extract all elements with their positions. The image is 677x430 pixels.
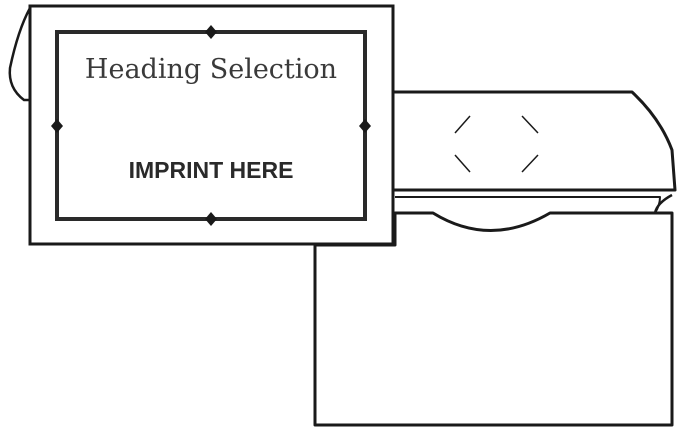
window-markers bbox=[454, 115, 539, 173]
window-marker-bottom-right bbox=[521, 154, 539, 173]
diamond-ornament-top bbox=[205, 25, 217, 39]
window-marker-top-right bbox=[521, 115, 539, 134]
card-outer-border bbox=[28, 4, 395, 246]
imprint-text: IMPRINT HERE bbox=[129, 157, 294, 183]
window-marker-bottom-left bbox=[454, 154, 471, 173]
diamond-ornament-bottom bbox=[205, 212, 217, 226]
envelope-corner-curl bbox=[653, 193, 673, 214]
diamond-ornament-right bbox=[359, 119, 371, 133]
envelope bbox=[313, 90, 677, 427]
window-marker-top-left bbox=[454, 115, 471, 134]
card-fold-tab bbox=[8, 6, 32, 102]
diamond-ornament-left bbox=[51, 119, 63, 133]
envelope-flap-fold bbox=[395, 196, 661, 214]
heading-text: Heading Selection bbox=[85, 54, 337, 85]
envelope-body bbox=[313, 211, 674, 427]
card: Heading Selection IMPRINT HERE bbox=[8, 4, 395, 246]
envelope-flap bbox=[388, 90, 677, 192]
